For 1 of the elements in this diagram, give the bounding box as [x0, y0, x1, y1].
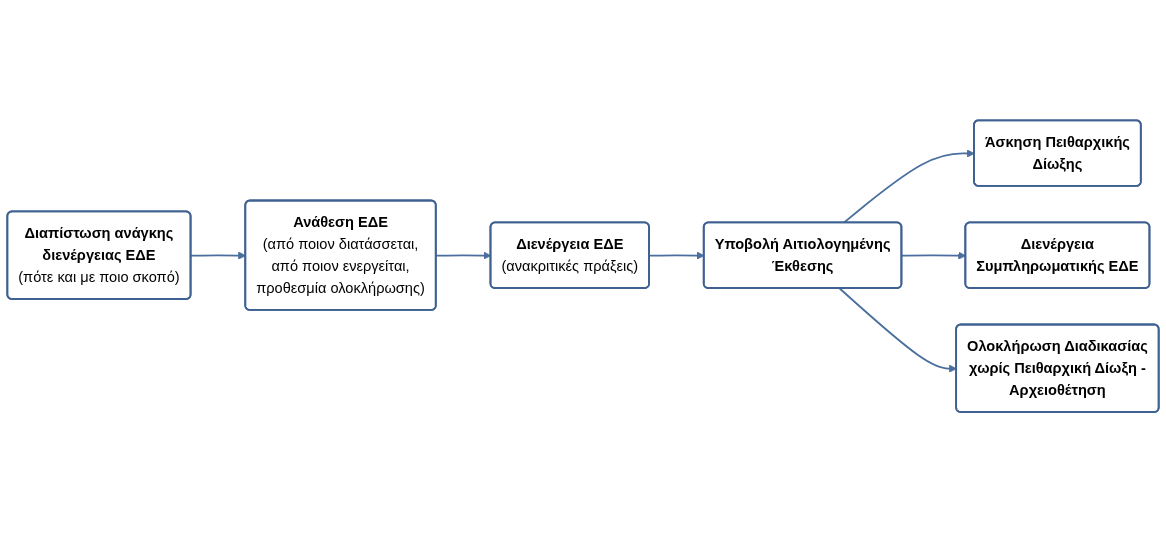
arrow: [838, 287, 957, 373]
